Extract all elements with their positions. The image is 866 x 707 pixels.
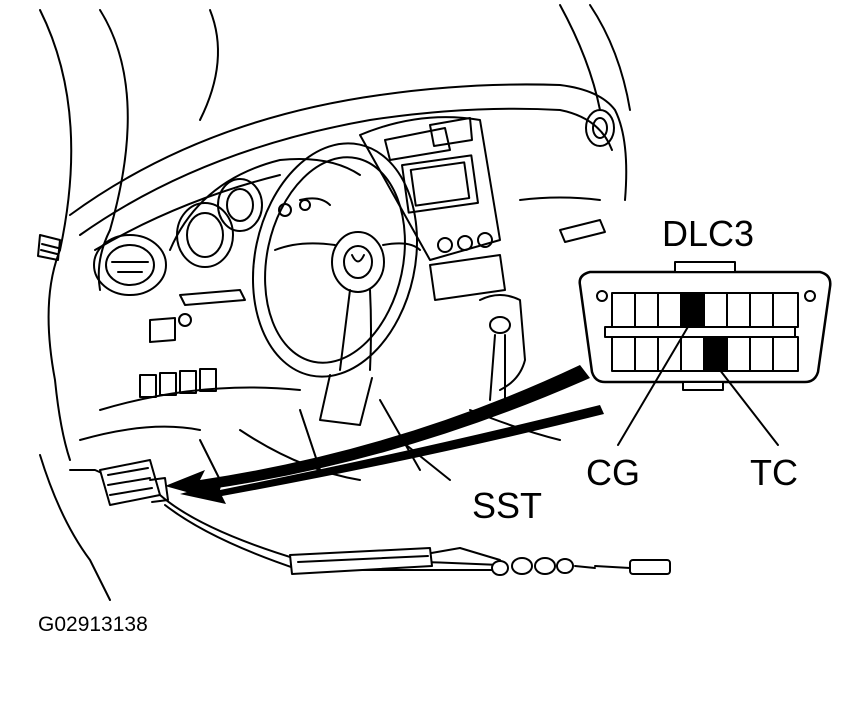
right-dash	[519, 109, 615, 243]
upper-pin-row	[611, 292, 799, 328]
pin-tc-highlight	[703, 336, 728, 372]
dlc3-in-vehicle	[99, 459, 169, 506]
center-console	[359, 116, 506, 301]
sst-label: SST	[472, 485, 543, 526]
lower-switch-panel	[79, 368, 301, 441]
control-stalks	[149, 289, 246, 343]
dashboard-outline	[47, 83, 628, 461]
tc-label: TC	[750, 452, 798, 493]
pointer-arrows	[165, 365, 604, 504]
gear-lever	[479, 294, 526, 401]
left-air-vent	[93, 234, 167, 296]
dlc3-connector-face	[578, 261, 832, 446]
side-grill	[37, 234, 61, 261]
pin-cg-highlight	[680, 292, 705, 328]
instrument-cluster	[169, 158, 361, 268]
lower-pin-row	[611, 336, 799, 372]
sst-tool	[289, 547, 671, 576]
cg-label: CG	[586, 452, 640, 493]
windshield-lines	[39, 4, 631, 251]
steering-wheel	[251, 142, 421, 426]
cg-leader-line	[617, 319, 693, 446]
tc-leader-line	[715, 364, 779, 446]
figure-id: G02913138	[38, 613, 148, 636]
dlc3-label: DLC3	[662, 213, 755, 254]
